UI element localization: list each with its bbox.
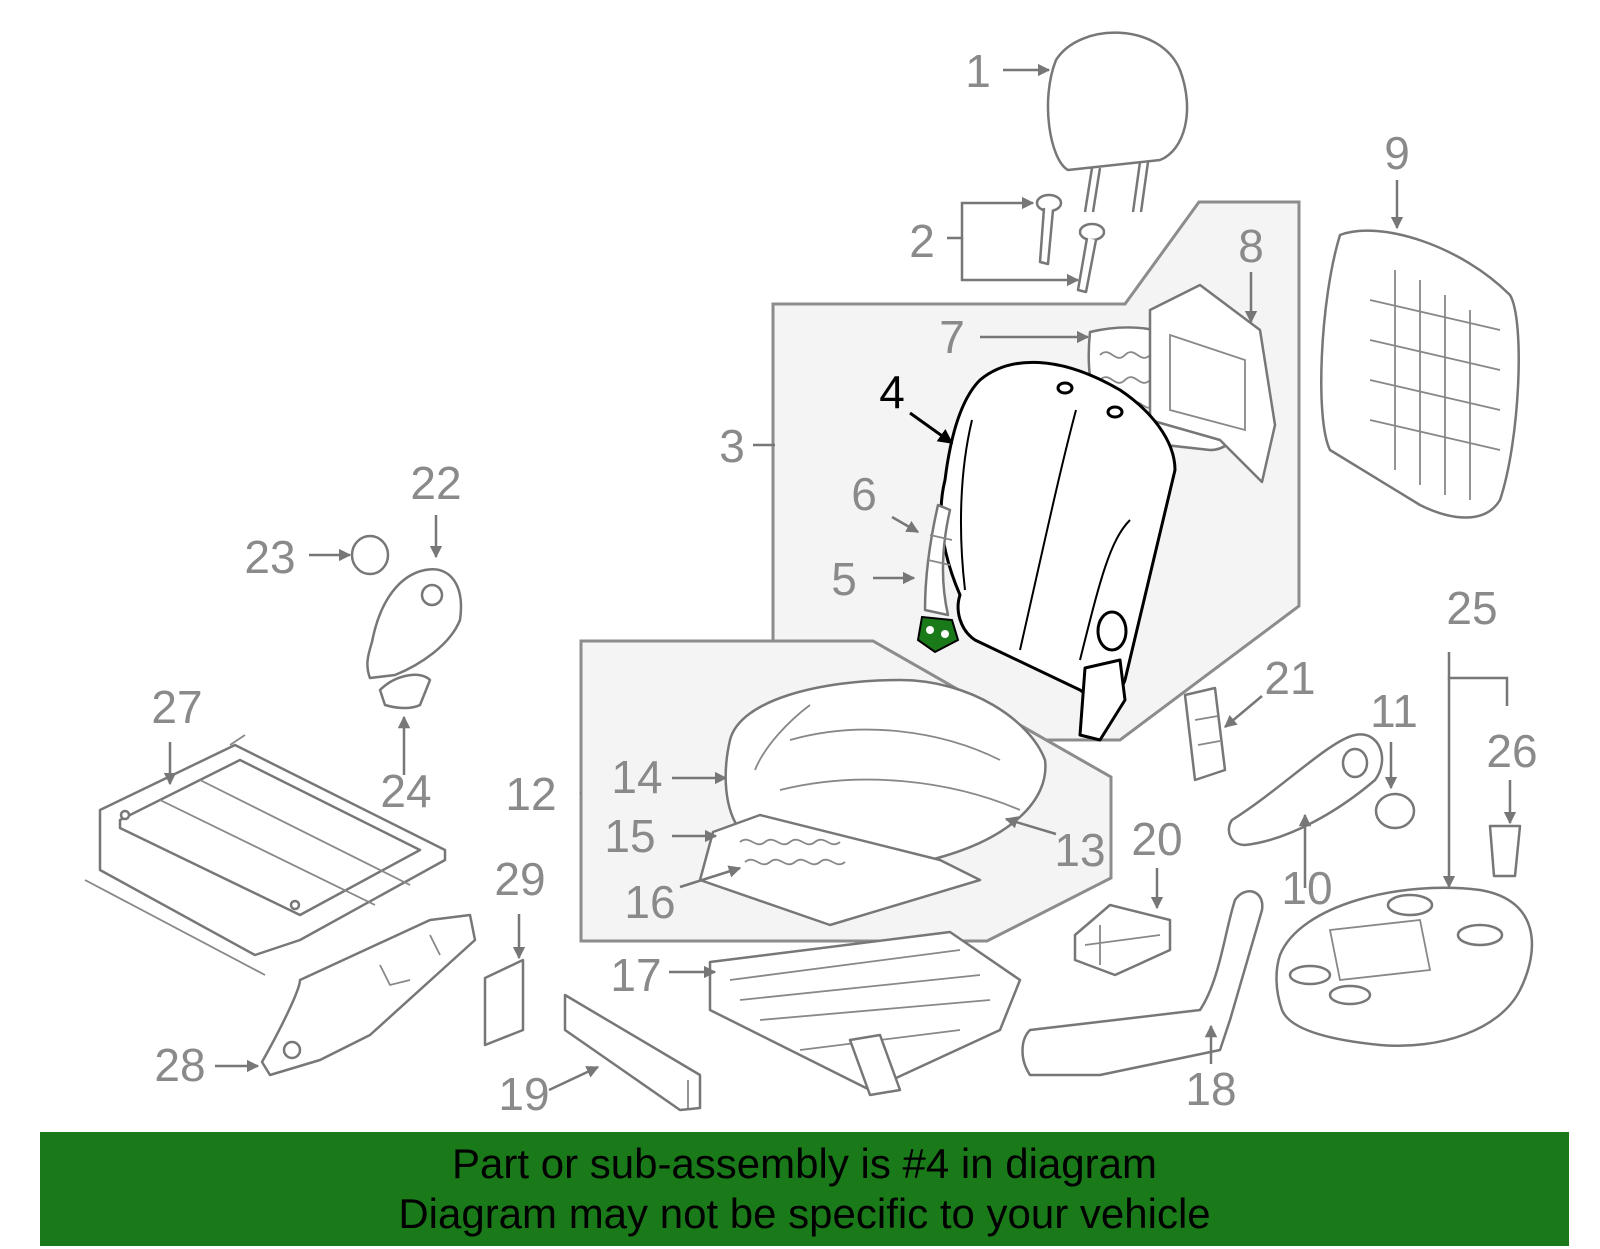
callout-12[interactable]: 12 — [505, 768, 556, 820]
callout-18[interactable]: 18 — [1185, 1063, 1236, 1115]
headrest[interactable] — [1046, 31, 1189, 213]
callout-17[interactable]: 17 — [610, 949, 661, 1001]
callout-labels: 1 2 3 4 5 6 7 8 9 10 11 12 13 14 15 16 1… — [151, 45, 1537, 1120]
recliner-bracket-highlighted[interactable] — [916, 615, 960, 654]
callout-5[interactable]: 5 — [831, 553, 857, 605]
callout-26[interactable]: 26 — [1486, 725, 1537, 777]
seatback-back-panel[interactable] — [1148, 283, 1277, 484]
seat-cushion-frame[interactable] — [708, 930, 1022, 1097]
callout-10[interactable]: 10 — [1281, 862, 1332, 914]
banner-part-info: Part or sub-assembly is #4 in diagram — [452, 1140, 1157, 1187]
callout-3[interactable]: 3 — [719, 420, 745, 472]
recliner-trim-piece[interactable] — [378, 673, 432, 710]
callout-1[interactable]: 1 — [965, 45, 991, 97]
leader-lines — [163, 63, 1517, 1092]
info-banner: Part or sub-assembly is #4 in diagram Di… — [40, 1132, 1569, 1246]
callout-28[interactable]: 28 — [154, 1039, 205, 1091]
center-console[interactable] — [1275, 886, 1534, 1047]
seatback-rear-panel[interactable] — [1320, 229, 1520, 519]
armrest-cap[interactable] — [1374, 792, 1416, 830]
headrest-guide-bolts[interactable] — [1035, 193, 1106, 294]
callout-29[interactable]: 29 — [494, 853, 545, 905]
callout-16[interactable]: 16 — [624, 876, 675, 928]
seat-track-frame[interactable] — [84, 734, 447, 976]
callout-6[interactable]: 6 — [851, 468, 877, 520]
callout-9[interactable]: 9 — [1384, 127, 1410, 179]
callout-27[interactable]: 27 — [151, 681, 202, 733]
callout-19[interactable]: 19 — [498, 1068, 549, 1120]
armrest[interactable] — [1227, 733, 1384, 847]
seat-side-shield[interactable] — [1021, 890, 1264, 1077]
callout-23[interactable]: 23 — [244, 531, 295, 583]
seat-cover-strip[interactable] — [563, 993, 702, 1112]
callout-13[interactable]: 13 — [1054, 824, 1105, 876]
callout-7[interactable]: 7 — [939, 311, 965, 363]
callout-22[interactable]: 22 — [410, 457, 461, 509]
callout-8[interactable]: 8 — [1238, 220, 1264, 272]
recliner-cover[interactable] — [366, 567, 463, 680]
callout-11[interactable]: 11 — [1370, 685, 1418, 737]
seatback-side-trim[interactable] — [923, 503, 953, 617]
seat-track-side-cover[interactable] — [260, 913, 477, 1077]
callout-14[interactable]: 14 — [611, 751, 662, 803]
seat-bracket[interactable] — [1073, 903, 1172, 977]
cup-holder-insert[interactable] — [1488, 824, 1522, 878]
banner-disclaimer: Diagram may not be specific to your vehi… — [398, 1190, 1211, 1237]
seatback-cover-highlighted[interactable] — [939, 360, 1177, 742]
seat-clip[interactable] — [483, 958, 525, 1047]
recliner-knob-ring[interactable] — [350, 534, 390, 576]
callout-25[interactable]: 25 — [1446, 582, 1497, 634]
seatback-latch[interactable] — [1183, 686, 1227, 782]
callout-4[interactable]: 4 — [879, 366, 905, 418]
callout-15[interactable]: 15 — [604, 810, 655, 862]
callout-20[interactable]: 20 — [1131, 813, 1182, 865]
callout-2[interactable]: 2 — [909, 215, 935, 267]
callout-21[interactable]: 21 — [1264, 652, 1315, 704]
callout-24[interactable]: 24 — [380, 765, 431, 817]
